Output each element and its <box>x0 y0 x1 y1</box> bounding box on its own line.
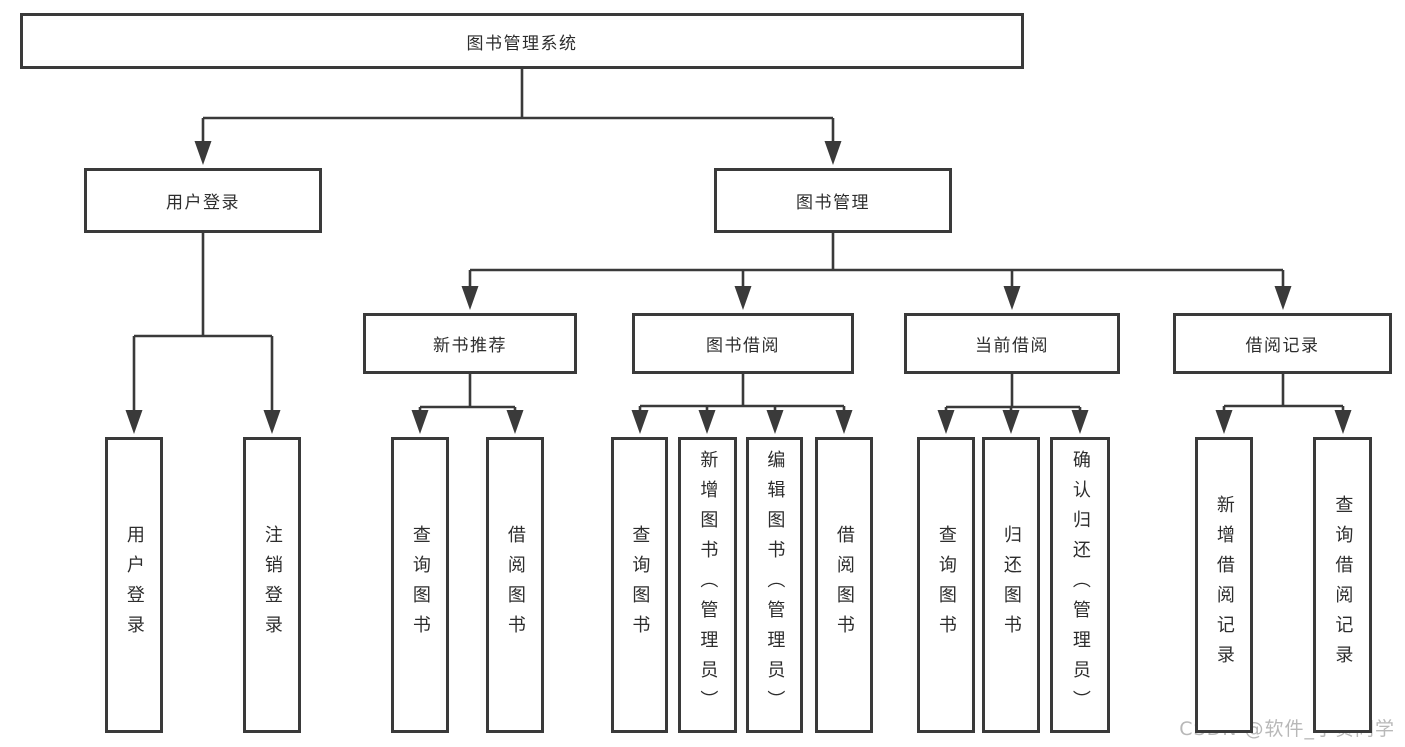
arrowhead-icon <box>1274 286 1292 310</box>
arrowhead-icon <box>1215 410 1233 434</box>
node-br-query: 查询借阅记录 <box>1313 437 1372 733</box>
node-label-rec-borrow: 借阅图书 <box>504 525 526 645</box>
node-label-br-add: 新增借阅记录 <box>1213 495 1235 675</box>
node-user-login: 用户登录 <box>84 168 322 233</box>
arrowhead-icon <box>1071 410 1089 434</box>
node-label-bb-query: 查询图书 <box>629 525 651 645</box>
node-bb-borrow: 借阅图书 <box>815 437 873 733</box>
node-label-br-query: 查询借阅记录 <box>1332 495 1354 675</box>
node-borrow-record: 借阅记录 <box>1173 313 1392 374</box>
node-br-add: 新增借阅记录 <box>1195 437 1253 733</box>
node-label-login: 用户登录 <box>123 525 145 645</box>
node-logout: 注销登录 <box>243 437 301 733</box>
node-new-book-rec: 新书推荐 <box>363 313 577 374</box>
node-bb-edit: 编辑图书（管理员） <box>746 437 803 733</box>
node-label-logout: 注销登录 <box>261 525 283 645</box>
arrowhead-icon <box>506 410 524 434</box>
arrowhead-icon <box>835 410 853 434</box>
node-cb-confirm: 确认归还（管理员） <box>1050 437 1110 733</box>
node-label-new-book-rec: 新书推荐 <box>433 336 507 356</box>
node-label-root: 图书管理系统 <box>466 33 578 54</box>
node-label-bb-add: 新增图书（管理员） <box>697 450 719 720</box>
node-rec-query: 查询图书 <box>391 437 449 733</box>
arrowhead-icon <box>461 286 479 310</box>
node-current-borrow: 当前借阅 <box>904 313 1120 374</box>
arrowhead-icon <box>824 141 842 165</box>
node-label-rec-query: 查询图书 <box>409 525 431 645</box>
node-bb-add: 新增图书（管理员） <box>678 437 737 733</box>
node-label-cb-return: 归还图书 <box>1000 525 1022 645</box>
node-label-cb-query: 查询图书 <box>935 525 957 645</box>
node-cb-return: 归还图书 <box>982 437 1040 733</box>
arrowhead-icon <box>631 410 649 434</box>
arrowhead-icon <box>1003 286 1021 310</box>
arrowhead-icon <box>194 141 212 165</box>
arrowhead-icon <box>1002 410 1020 434</box>
node-book-borrow: 图书借阅 <box>632 313 854 374</box>
arrowhead-icon <box>766 410 784 434</box>
arrowhead-icon <box>734 286 752 310</box>
node-label-borrow-record: 借阅记录 <box>1245 336 1320 356</box>
node-rec-borrow: 借阅图书 <box>486 437 544 733</box>
arrowhead-icon <box>411 410 429 434</box>
node-book-mgmt: 图书管理 <box>714 168 952 233</box>
arrowhead-icon <box>263 410 281 434</box>
node-label-book-borrow: 图书借阅 <box>706 336 780 356</box>
arrowhead-icon <box>698 410 716 434</box>
arrowhead-icon <box>937 410 955 434</box>
arrowhead-icon <box>125 410 143 434</box>
node-login: 用户登录 <box>105 437 163 733</box>
node-label-book-mgmt: 图书管理 <box>796 193 870 213</box>
node-cb-query: 查询图书 <box>917 437 975 733</box>
node-root: 图书管理系统 <box>20 13 1024 69</box>
node-label-bb-edit: 编辑图书（管理员） <box>764 450 786 720</box>
arrowhead-icon <box>1334 410 1352 434</box>
node-label-bb-borrow: 借阅图书 <box>833 525 855 645</box>
node-label-cb-confirm: 确认归还（管理员） <box>1069 450 1091 720</box>
node-label-user-login: 用户登录 <box>166 193 240 213</box>
node-label-current-borrow: 当前借阅 <box>975 336 1049 356</box>
node-bb-query: 查询图书 <box>611 437 668 733</box>
